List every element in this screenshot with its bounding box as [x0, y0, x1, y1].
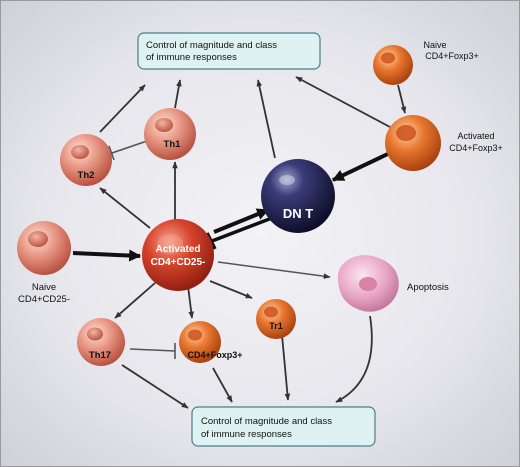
- cell-th1: Th1: [144, 108, 196, 160]
- inhibit-dnt-act: [211, 216, 273, 243]
- arrow-actfoxp3-topbox: [295, 76, 391, 128]
- cell-dnt: DN T: [261, 159, 335, 233]
- arrow-act-tr1: [209, 280, 253, 299]
- arrow-apoptosis-bottombox: [335, 315, 373, 403]
- arrow-actfoxp3-dnt: [331, 150, 393, 182]
- cell-activated-cd25: Activated CD4+CD25-: [142, 219, 214, 291]
- cell-th1-label: Th1: [164, 139, 182, 150]
- cell-th17-label: Th17: [89, 350, 111, 361]
- arrow-act-foxp3: [187, 285, 194, 319]
- inhibit-th1-th2: [108, 140, 148, 161]
- cell-naive-cd25-line2: CD4+CD25-: [18, 294, 70, 305]
- arrow-th2-topbox: [99, 84, 146, 133]
- arrow-naive-activated: [72, 249, 142, 262]
- arrow-th1-topbox: [174, 79, 182, 109]
- arrow-act-th17: [114, 282, 156, 319]
- arrow-act-th2: [99, 187, 151, 229]
- cell-naive-foxp3-line1: Naive: [423, 40, 446, 50]
- arrow-th17-bottombox: [121, 364, 189, 409]
- box-bottom: Control of magnitude and class of immune…: [191, 406, 376, 447]
- arrow-foxp3-bottombox: [212, 367, 233, 403]
- arrow-act-apoptosis: [217, 261, 331, 279]
- cell-cd4-foxp3-label: CD4+Foxp3+: [187, 350, 242, 360]
- cell-naive-cd25-line1: Naive: [32, 282, 56, 293]
- cell-tr1: Tr1: [256, 299, 296, 339]
- cell-activated-foxp3: Activated CD4+Foxp3+: [385, 115, 503, 171]
- inhibit-th17-foxp3: [129, 343, 176, 359]
- arrow-act-dnt: [213, 208, 270, 234]
- box-top: Control of magnitude and class of immune…: [137, 32, 321, 70]
- cell-th17: Th17: [77, 318, 125, 366]
- big-arrows: [72, 150, 393, 262]
- arrow-dnt-topbox: [256, 79, 276, 159]
- cell-dnt-label: DN T: [283, 206, 313, 221]
- box-bottom-line2: of immune responses: [201, 429, 292, 440]
- cell-activated-foxp3-line1: Activated: [457, 131, 494, 141]
- box-top-line1: Control of magnitude and class: [146, 40, 277, 51]
- arrow-naivefoxp3-actfoxp3: [397, 84, 407, 114]
- cell-activated-foxp3-line2: CD4+Foxp3+: [449, 143, 503, 153]
- cell-th2-label: Th2: [78, 170, 95, 181]
- cell-activated-cd25-line1: Activated: [155, 244, 200, 255]
- cell-apoptosis-label: Apoptosis: [407, 282, 449, 293]
- cell-cd4-foxp3: CD4+Foxp3+: [179, 321, 243, 363]
- box-bottom-line1: Control of magnitude and class: [201, 416, 332, 427]
- cell-activated-cd25-line2: CD4+CD25-: [151, 257, 206, 268]
- box-top-line2: of immune responses: [146, 52, 237, 63]
- cell-naive-foxp3-line2: CD4+Foxp3+: [425, 51, 479, 61]
- cell-naive-foxp3: Naive CD4+Foxp3+: [373, 40, 479, 85]
- cell-naive-cd25: Naive CD4+CD25-: [17, 221, 71, 305]
- cell-apoptosis: Apoptosis: [337, 255, 449, 312]
- arrows: [99, 76, 407, 409]
- arrow-tr1-bottombox: [281, 334, 291, 401]
- cell-tr1-label: Tr1: [269, 321, 283, 331]
- cell-th2: Th2: [60, 134, 112, 186]
